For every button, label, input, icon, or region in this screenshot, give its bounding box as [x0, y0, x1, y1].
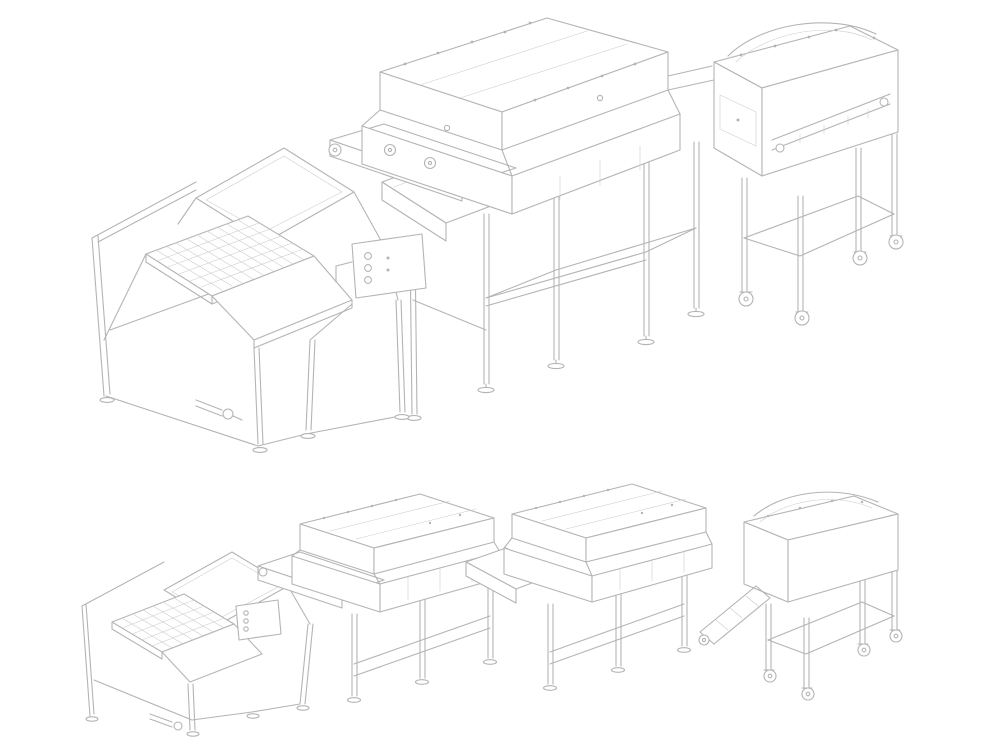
- access-door: [719, 94, 757, 147]
- upper-line-drawing: [91, 17, 904, 453]
- upper-sorter-support-table: [406, 141, 705, 421]
- table-foot: [477, 386, 495, 394]
- latch: [443, 124, 451, 132]
- caster-wheel: [889, 629, 903, 643]
- control-button: [243, 610, 249, 616]
- caster-wheel: [857, 643, 871, 657]
- side-knob: [383, 143, 397, 157]
- table-foot: [637, 338, 655, 346]
- hopper-foot: [85, 716, 99, 722]
- table-foot: [687, 310, 705, 318]
- table-foot: [482, 659, 498, 665]
- lower-line-drawing: [81, 483, 903, 737]
- control-box: [235, 599, 282, 641]
- control-button: [243, 618, 249, 624]
- caster-wheel: [794, 310, 810, 326]
- latch: [596, 94, 604, 102]
- lower-sorter-module-1: [257, 493, 501, 703]
- table-foot: [414, 679, 430, 685]
- side-knob: [423, 156, 437, 170]
- lower-sorter-module-2: [465, 483, 713, 691]
- hopper-foot: [394, 414, 410, 420]
- conveyor-roller: [328, 143, 342, 157]
- table-foot: [610, 667, 626, 673]
- hopper-foot: [252, 447, 268, 453]
- caster-wheel: [738, 291, 754, 307]
- caster-wheel: [801, 687, 815, 701]
- table-foot: [346, 697, 362, 703]
- table-foot: [676, 647, 692, 653]
- control-box: [335, 233, 427, 299]
- caster-wheel: [888, 234, 904, 250]
- hopper-foot: [300, 433, 316, 439]
- caster-wheel: [763, 669, 777, 683]
- drain-valve: [195, 399, 243, 421]
- caster-wheel: [852, 250, 868, 266]
- hopper-foot: [246, 713, 260, 719]
- hopper-foot: [186, 731, 200, 737]
- upper-sorter-machine: [328, 17, 715, 215]
- lower-outfeed-cart-machine: [698, 491, 903, 701]
- control-button: [364, 276, 372, 284]
- discharge-chute: [161, 623, 263, 683]
- upper-outfeed-cart-machine: [713, 22, 904, 326]
- hopper-foot: [296, 705, 310, 711]
- table-foot: [547, 362, 565, 370]
- lower-feed-hopper: [81, 551, 314, 737]
- drain-valve: [149, 713, 183, 731]
- machine-hood: [753, 491, 879, 517]
- incline-conveyor: [698, 585, 771, 646]
- control-button: [364, 264, 372, 272]
- machine-hood: [727, 22, 877, 57]
- perforated-screen-tray: [111, 593, 235, 660]
- hopper-foot: [99, 397, 115, 403]
- upper-feed-hopper: [91, 147, 427, 453]
- conveyor-roller: [258, 567, 268, 577]
- table-foot: [542, 685, 558, 691]
- control-button: [364, 252, 372, 260]
- control-button: [243, 626, 249, 632]
